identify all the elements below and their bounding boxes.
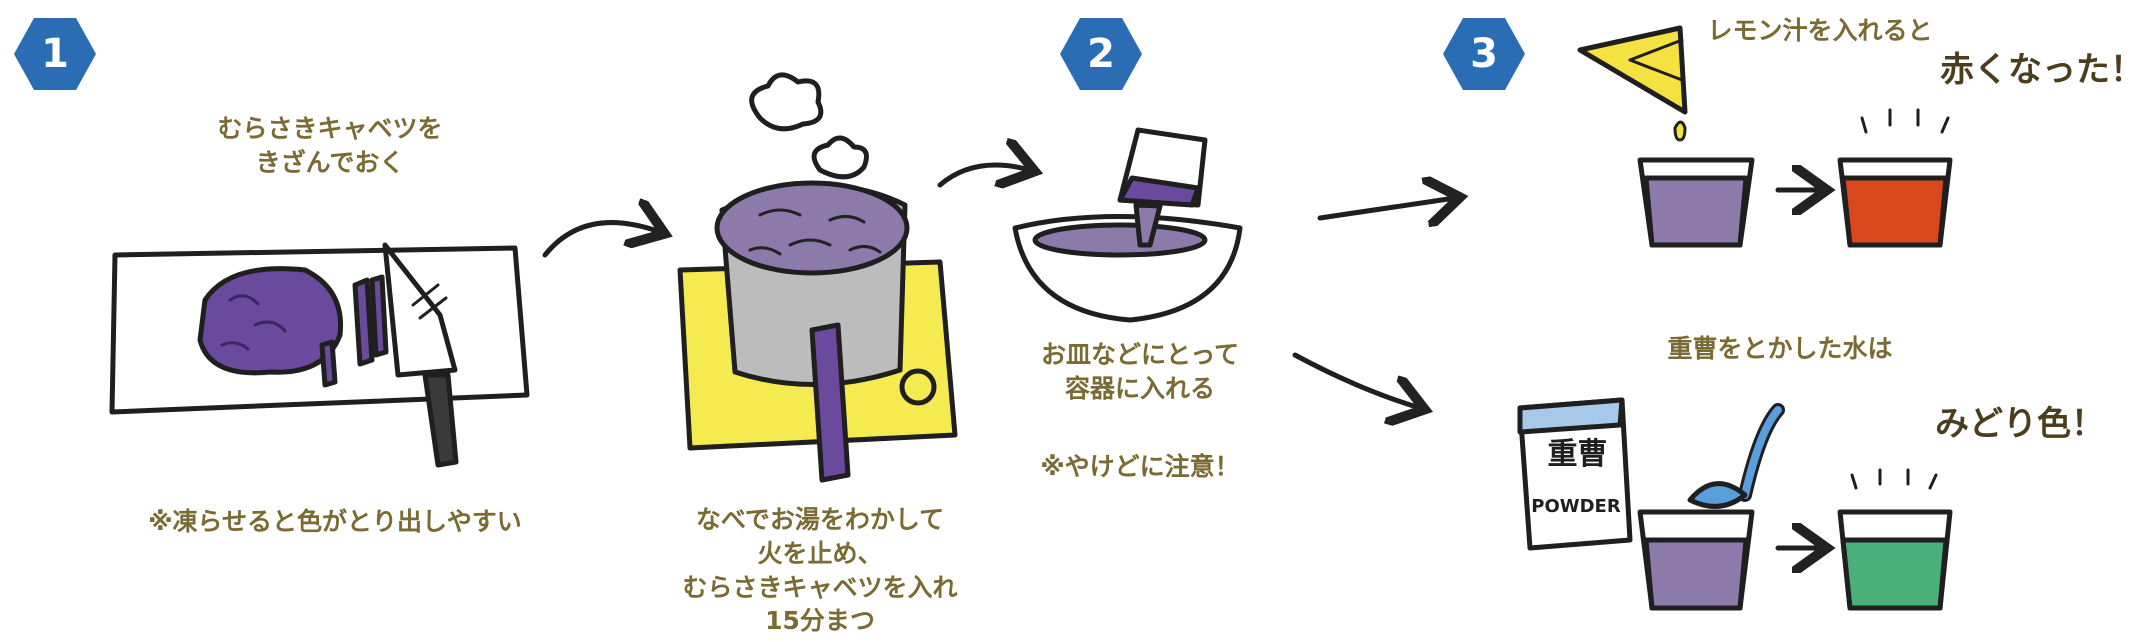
soda-result: みどり色！ — [1935, 404, 2105, 444]
boil-caption: なべでお湯をわかして 火を止め、 むらさきキャベツを入れ 15分まつ — [620, 503, 1020, 638]
step-badge-1: 1 — [14, 18, 96, 90]
step2-note: ※やけどに注意！ — [1040, 452, 1240, 481]
arrow — [937, 165, 1030, 185]
caption-line: むらさきキャベツを — [217, 114, 443, 143]
step-badge-2: 2 — [1060, 18, 1142, 90]
step-number: 1 — [41, 31, 69, 77]
sparkle-lines — [1850, 468, 1938, 490]
caption-line: なべでお湯をわかして — [695, 505, 945, 534]
caption-line: お皿などにとって — [1040, 340, 1239, 369]
arrow — [1292, 352, 1420, 408]
cutting-board-illustration — [109, 242, 530, 468]
caption-line: むらさきキャベツを入れ — [682, 572, 958, 602]
cup-green — [1837, 509, 1953, 611]
step1-note: ※凍らせると色がとり出しやすい — [148, 507, 522, 536]
caption-line: 火を止め、 — [757, 538, 883, 568]
arrow — [542, 223, 660, 258]
lemon-result: 赤くなった！ — [1940, 50, 2142, 90]
package-label: POWDER — [1531, 496, 1621, 517]
pot-on-stove-illustration — [677, 72, 958, 483]
step1-caption: むらさきキャベツを きざんでおく — [180, 112, 480, 180]
lemon-illustration — [1577, 25, 1688, 142]
baking-soda-package — [1517, 397, 1633, 551]
lemon-caption: レモン汁を入れると — [1707, 16, 1933, 45]
step2-caption: お皿などにとって 容器に入れる — [990, 338, 1290, 406]
caption-line: 15分まつ — [765, 606, 875, 636]
step-number: 3 — [1470, 31, 1498, 77]
step-number: 2 — [1087, 31, 1115, 77]
bowl-pouring-illustration — [1012, 127, 1243, 323]
spoon-illustration — [1687, 403, 1785, 509]
caption-line: きざんでおく — [255, 147, 405, 177]
sparkle-lines — [1860, 108, 1950, 134]
arrow — [1317, 198, 1455, 218]
package-kanji: 重曹 — [1547, 437, 1608, 472]
step-badge-3: 3 — [1443, 18, 1525, 90]
soda-caption: 重曹をとかした水は — [1667, 334, 1893, 363]
cup-purple-soda — [1637, 509, 1755, 611]
caption-line: 容器に入れる — [1064, 373, 1215, 403]
cup-red — [1837, 157, 1953, 248]
cup-purple-lemon — [1637, 157, 1755, 248]
